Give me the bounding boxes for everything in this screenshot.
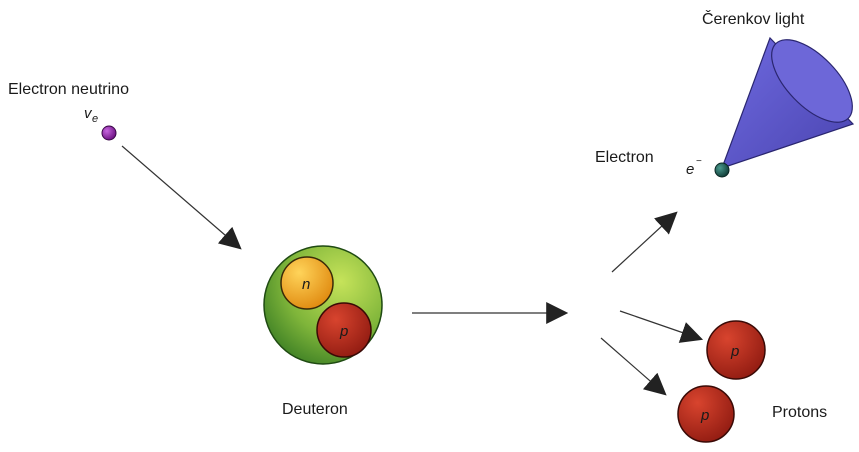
deuteron: n p [263,245,383,365]
electron-label: Electron [595,149,654,166]
proton-lower: p [677,385,735,443]
deuteron-label: Deuteron [282,401,348,418]
proton-arrow-upper [619,310,704,343]
proton-upper-circle [706,320,766,380]
cherenkov-cone [721,36,855,169]
electron-neutrino-label: Electron neutrino [8,81,129,98]
electron-particle [714,162,730,178]
proton-upper-symbol: p [730,343,739,360]
cone-opening [771,39,853,123]
protons-label: Protons [772,404,827,421]
neutron [280,256,334,310]
electron-symbol: e − [686,156,702,178]
proton-arrow-lower [600,337,667,396]
neutron-symbol: n [302,276,310,293]
neutrino-symbol-subscript: e [92,113,98,125]
deuteron-proton [316,302,372,358]
neutrino-symbol-main: v [84,105,93,122]
incoming-arrow [121,145,242,250]
proton-lower-symbol: p [700,407,709,424]
cherenkov-light-label: Čerenkov light [702,9,805,28]
electron-symbol-main: e [686,161,694,178]
electron-arrow [611,211,678,273]
deuteron-proton-symbol: p [339,323,348,340]
neutrino-particle [101,125,117,141]
electron-symbol-superscript: − [696,156,702,167]
proton-lower-circle [677,385,735,443]
neutrino-symbol: v e [84,105,98,125]
proton-upper: p [706,320,766,380]
